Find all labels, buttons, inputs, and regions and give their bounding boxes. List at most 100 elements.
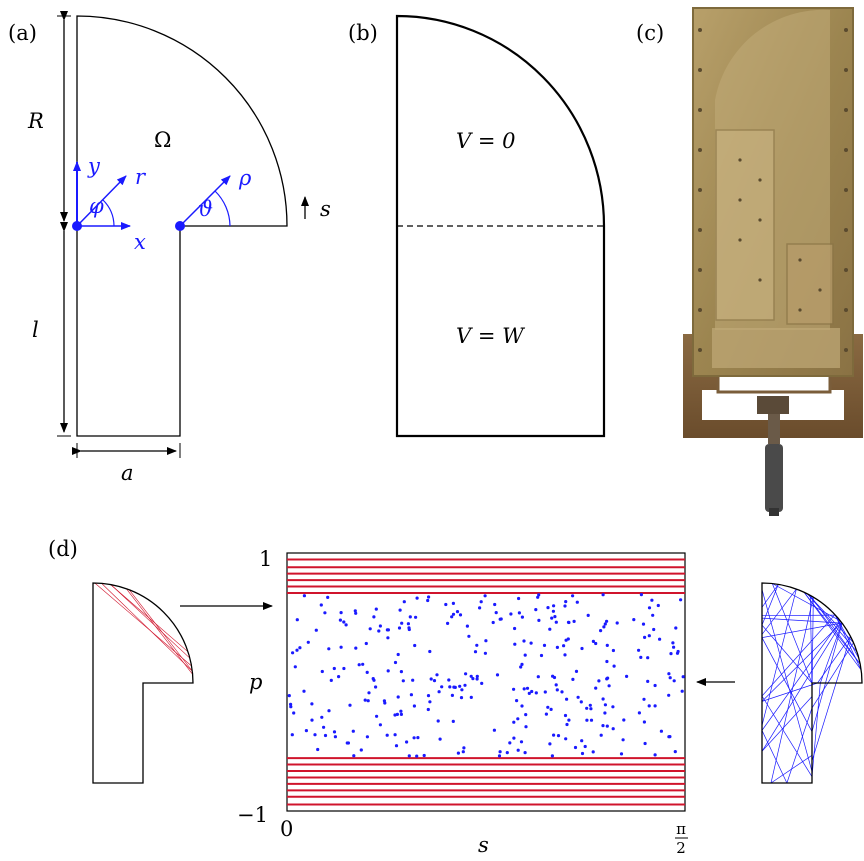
chaotic-point	[497, 754, 502, 758]
chaotic-ray	[807, 593, 858, 653]
chaotic-point	[552, 604, 556, 608]
chaotic-point	[548, 742, 552, 746]
chaotic-point	[530, 689, 534, 694]
chaotic-point	[642, 720, 647, 724]
chaotic-point	[319, 603, 323, 607]
chaotic-point	[632, 618, 636, 622]
chaotic-point	[428, 649, 432, 654]
chaotic-point	[375, 714, 379, 718]
chaotic-point	[298, 646, 302, 650]
chaotic-point	[451, 719, 455, 724]
label-theta: ϑ	[198, 197, 213, 221]
chaotic-point	[659, 729, 664, 733]
chaotic-point	[537, 593, 541, 597]
chaotic-point	[409, 693, 413, 697]
chaotic-point	[508, 741, 512, 745]
chaotic-point	[653, 704, 657, 708]
chaotic-point	[529, 641, 533, 645]
chaotic-point	[579, 700, 583, 704]
chaotic-point	[573, 745, 578, 750]
chaotic-point	[302, 689, 306, 693]
chaotic-point	[551, 674, 555, 678]
chaotic-point	[537, 618, 541, 623]
chaotic-point	[332, 666, 336, 671]
panel-c-label: (c)	[636, 21, 664, 45]
chaotic-point	[455, 610, 460, 614]
chaotic-ray	[771, 583, 813, 684]
chaotic-point	[551, 609, 556, 613]
chaotic-ray	[761, 588, 797, 635]
chaotic-point	[681, 675, 685, 679]
chaotic-point	[475, 643, 479, 647]
chaotic-point	[426, 598, 430, 603]
chaotic-point	[498, 750, 502, 754]
chaotic-point	[393, 733, 397, 737]
chaotic-point	[594, 641, 598, 646]
chaotic-point	[494, 611, 498, 615]
label-phi: φ	[89, 194, 104, 218]
chaotic-point	[422, 753, 426, 758]
chaotic-ray	[811, 597, 814, 697]
chaotic-point	[469, 695, 473, 700]
chaotic-point	[513, 626, 517, 631]
chaotic-point	[513, 642, 517, 646]
panel-d: (d) 1 −1 p 0 s π 2	[48, 537, 863, 857]
chaotic-point	[637, 648, 641, 652]
chaotic-point	[567, 718, 571, 722]
chaotic-point	[393, 660, 398, 665]
chaotic-point	[458, 613, 463, 617]
chaotic-ray	[761, 614, 836, 617]
chaotic-point	[357, 663, 361, 667]
chaotic-point	[603, 711, 607, 715]
x-tick-pi-half-den: 2	[676, 839, 686, 857]
chaotic-point	[448, 685, 452, 689]
chaotic-ray	[761, 696, 813, 752]
chaotic-point	[415, 754, 419, 758]
chaotic-point	[348, 703, 352, 707]
chaotic-point	[536, 675, 540, 679]
chaotic-point	[290, 733, 294, 737]
chaotic-point	[354, 611, 358, 615]
chaotic-point	[378, 723, 382, 727]
chaotic-point	[320, 669, 324, 674]
chaotic-point	[329, 678, 333, 683]
chaotic-point	[326, 595, 330, 600]
chaotic-point	[574, 669, 579, 674]
chaotic-point	[460, 688, 464, 692]
chaotic-point	[643, 741, 647, 746]
chaotic-point	[580, 739, 584, 743]
chaotic-point	[554, 683, 558, 687]
chaotic-point	[456, 751, 460, 755]
chaotic-point	[607, 684, 611, 688]
chaotic-point	[402, 600, 406, 604]
x-axis-label: s	[478, 833, 489, 857]
y-tick-top: 1	[259, 547, 272, 571]
chaotic-point	[673, 750, 677, 754]
chaotic-point	[548, 627, 552, 631]
chaotic-point	[650, 598, 654, 602]
chaotic-point	[399, 670, 403, 674]
chaotic-point	[394, 744, 399, 748]
chaotic-point	[363, 698, 367, 702]
chaotic-point	[563, 653, 567, 657]
chaotic-point	[594, 686, 598, 690]
chaotic-ray	[761, 584, 779, 608]
billiard-outline-a	[76, 15, 288, 437]
x-tick-pi-half: π 2	[675, 820, 688, 857]
chaotic-point	[646, 656, 650, 660]
panel-b-label: (b)	[348, 21, 378, 45]
chaotic-point	[467, 634, 471, 638]
chaotic-point	[586, 613, 590, 618]
coordinate-system-xy: y x r φ	[72, 154, 147, 254]
chaotic-point	[292, 711, 296, 715]
poincare-section: 1 −1 p 0 s π 2	[237, 547, 688, 857]
chaotic-point	[493, 602, 497, 607]
chaotic-point	[534, 608, 538, 612]
chaotic-point	[453, 685, 457, 690]
chaotic-point	[571, 594, 575, 598]
chaotic-point	[520, 662, 524, 667]
chaotic-point	[354, 646, 358, 650]
chaotic-point	[437, 690, 441, 694]
chaotic-point	[327, 647, 331, 651]
chaotic-point	[378, 624, 382, 628]
